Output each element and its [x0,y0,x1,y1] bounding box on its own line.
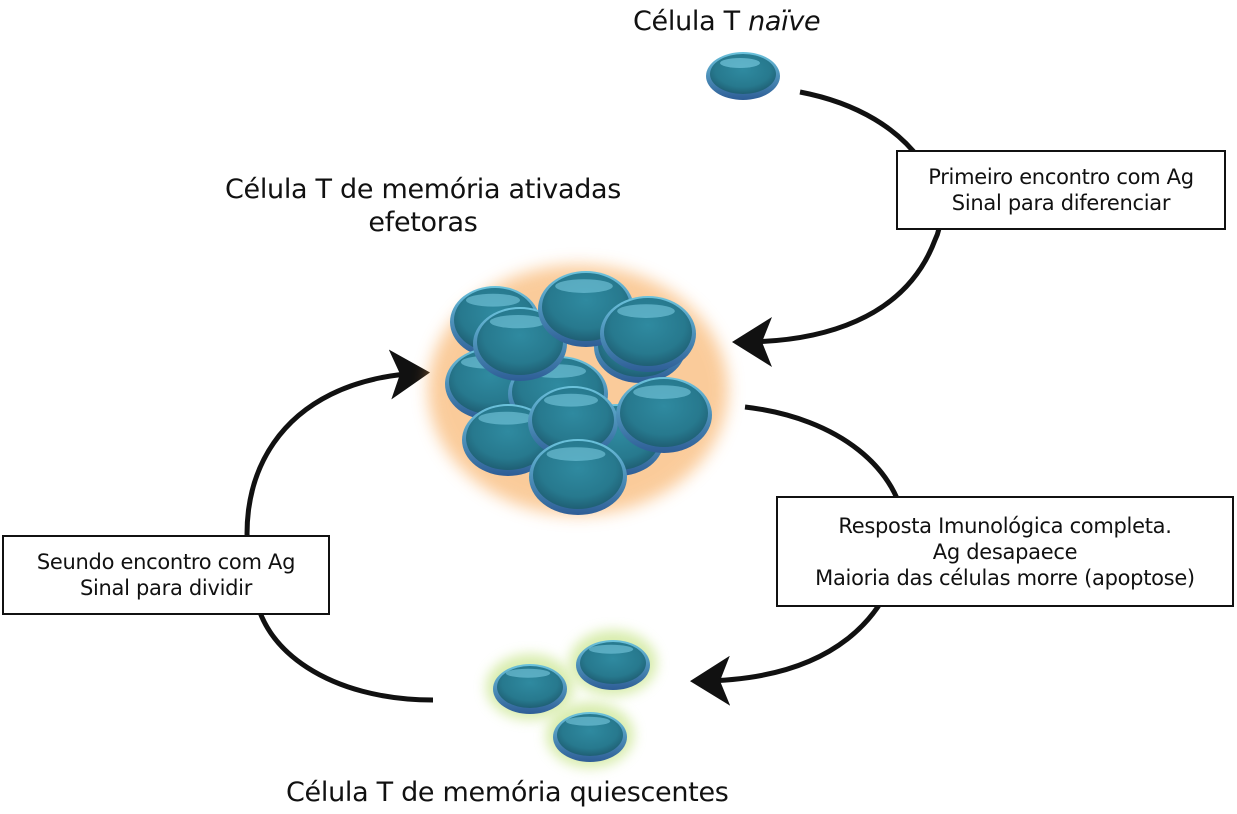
effector-title-line2: efetoras [368,207,478,238]
quiescent-cells-title: Célula T de memória quiescentes [286,777,729,808]
quiescent-cell-group [486,630,657,768]
immune-response-line1: Resposta Imunológica completa. [838,513,1172,538]
effector-cell [528,386,618,458]
second-encounter-box: Seundo encontro com Ag Sinal para dividi… [2,535,330,615]
quiescent-cell [493,664,567,714]
naive-t-cell [706,52,780,100]
naive-title-italic: naïve [748,6,821,37]
first-encounter-line1: Primeiro encontro com Ag [928,165,1194,189]
quiescent-cell [553,712,627,762]
naive-cell-title: Célula T naïve [633,5,821,38]
second-encounter-line2: Sinal para dividir [79,576,253,600]
immune-response-line3: Maioria das células morre (apoptose) [815,565,1195,590]
effector-cells-title: Célula T de memória ativadas efetoras [218,173,628,239]
effector-cell [616,377,712,453]
first-encounter-box: Primeiro encontro com Ag Sinal para dife… [896,150,1226,230]
quiescent-cell [576,640,650,690]
naive-title-text: Célula T [633,6,749,37]
first-encounter-line2: Sinal para diferenciar [951,191,1171,215]
effector-cell [600,296,696,372]
immune-response-line2: Ag desapaece [932,539,1078,564]
immune-response-box: Resposta Imunológica completa. Ag desapa… [776,496,1234,607]
effector-title-line1: Célula T de memória ativadas [224,174,622,205]
second-encounter-line1: Seundo encontro com Ag [36,550,296,574]
effector-cell-cluster [428,265,728,515]
arrow-naive-to-effector [732,89,943,367]
effector-cell [529,439,627,515]
